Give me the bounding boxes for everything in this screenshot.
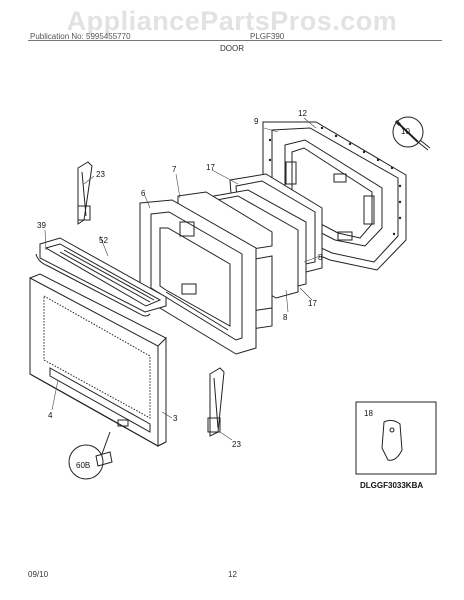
callout-18: 18: [364, 409, 373, 418]
left-hinge: [77, 161, 93, 225]
model-number: PLGF390: [250, 32, 285, 41]
screw-part: [392, 116, 431, 151]
screw-detail-60b: [68, 431, 113, 480]
callout-60b: 60B: [76, 461, 90, 470]
callout-8-bottom: 8: [283, 313, 288, 322]
outer-door-panel: [29, 273, 167, 447]
kit-part-number: DLGGF3033KBA: [360, 481, 423, 490]
footer-date: 09/10: [28, 570, 49, 579]
callout-23-top: 23: [96, 170, 105, 179]
callout-17-top: 17: [206, 163, 215, 172]
publication-number: Publication No: 5995455770: [30, 32, 131, 41]
section-title: DOOR: [220, 44, 244, 53]
watermark: AppliancePartsPros.com: [66, 6, 398, 36]
right-hinge: [207, 367, 225, 437]
callout-39: 39: [37, 221, 46, 230]
callout-7: 7: [172, 165, 177, 174]
callout-52: 52: [99, 236, 108, 245]
door-handle: [35, 237, 167, 317]
callout-12: 12: [298, 109, 307, 118]
callout-6: 6: [141, 189, 146, 198]
footer-page: 12: [228, 570, 237, 579]
callout-4: 4: [48, 411, 53, 420]
callout-10: 10: [401, 127, 410, 136]
header-rule: [28, 40, 442, 41]
callout-leaders: [44, 117, 321, 441]
callout-23-bottom: 23: [232, 440, 241, 449]
callout-9: 9: [254, 117, 259, 126]
callout-3: 3: [173, 414, 178, 423]
kit-box: [355, 401, 437, 475]
callout-17-bottom: 17: [308, 299, 317, 308]
callout-8-right: 8: [318, 253, 323, 262]
